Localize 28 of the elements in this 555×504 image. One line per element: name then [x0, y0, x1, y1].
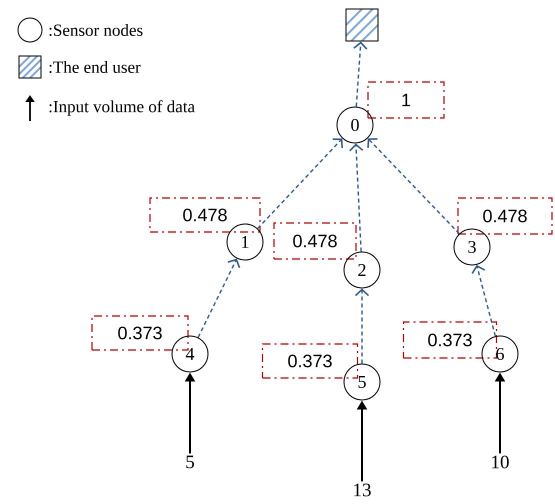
value-box: 0.373 — [262, 343, 358, 379]
sensor-node: 1 — [226, 224, 264, 260]
value-box: 0.373 — [91, 315, 189, 351]
sensor-node: 5 — [344, 363, 380, 400]
arrow — [257, 138, 343, 229]
input-value: 10 — [492, 456, 509, 468]
value-box: 0.478 — [457, 197, 553, 235]
input-value: 13 — [354, 484, 371, 496]
value-box: 0.373 — [402, 321, 498, 359]
sensor-node: 3 — [454, 228, 490, 266]
legend-text: :Input volume of data — [50, 100, 195, 116]
arrow — [349, 143, 364, 252]
value-box: 0.478 — [149, 197, 261, 233]
value-box: 0.478 — [273, 222, 357, 260]
arrow — [353, 42, 368, 107]
sensor-node: 2 — [344, 252, 380, 288]
legend-text: :Sensor nodes — [50, 24, 142, 36]
arrow — [198, 258, 240, 338]
legend-text: :The end user — [50, 60, 141, 73]
sensor-node: 0 — [336, 106, 374, 144]
value-box: 1 — [367, 81, 445, 119]
arrow — [354, 288, 370, 364]
arrow — [367, 138, 460, 234]
arrow — [472, 264, 496, 336]
sensor-node: 6 — [482, 336, 518, 372]
sensor-node: 4 — [172, 336, 208, 372]
input-value: 5 — [186, 456, 194, 468]
end-user-square — [346, 8, 378, 42]
